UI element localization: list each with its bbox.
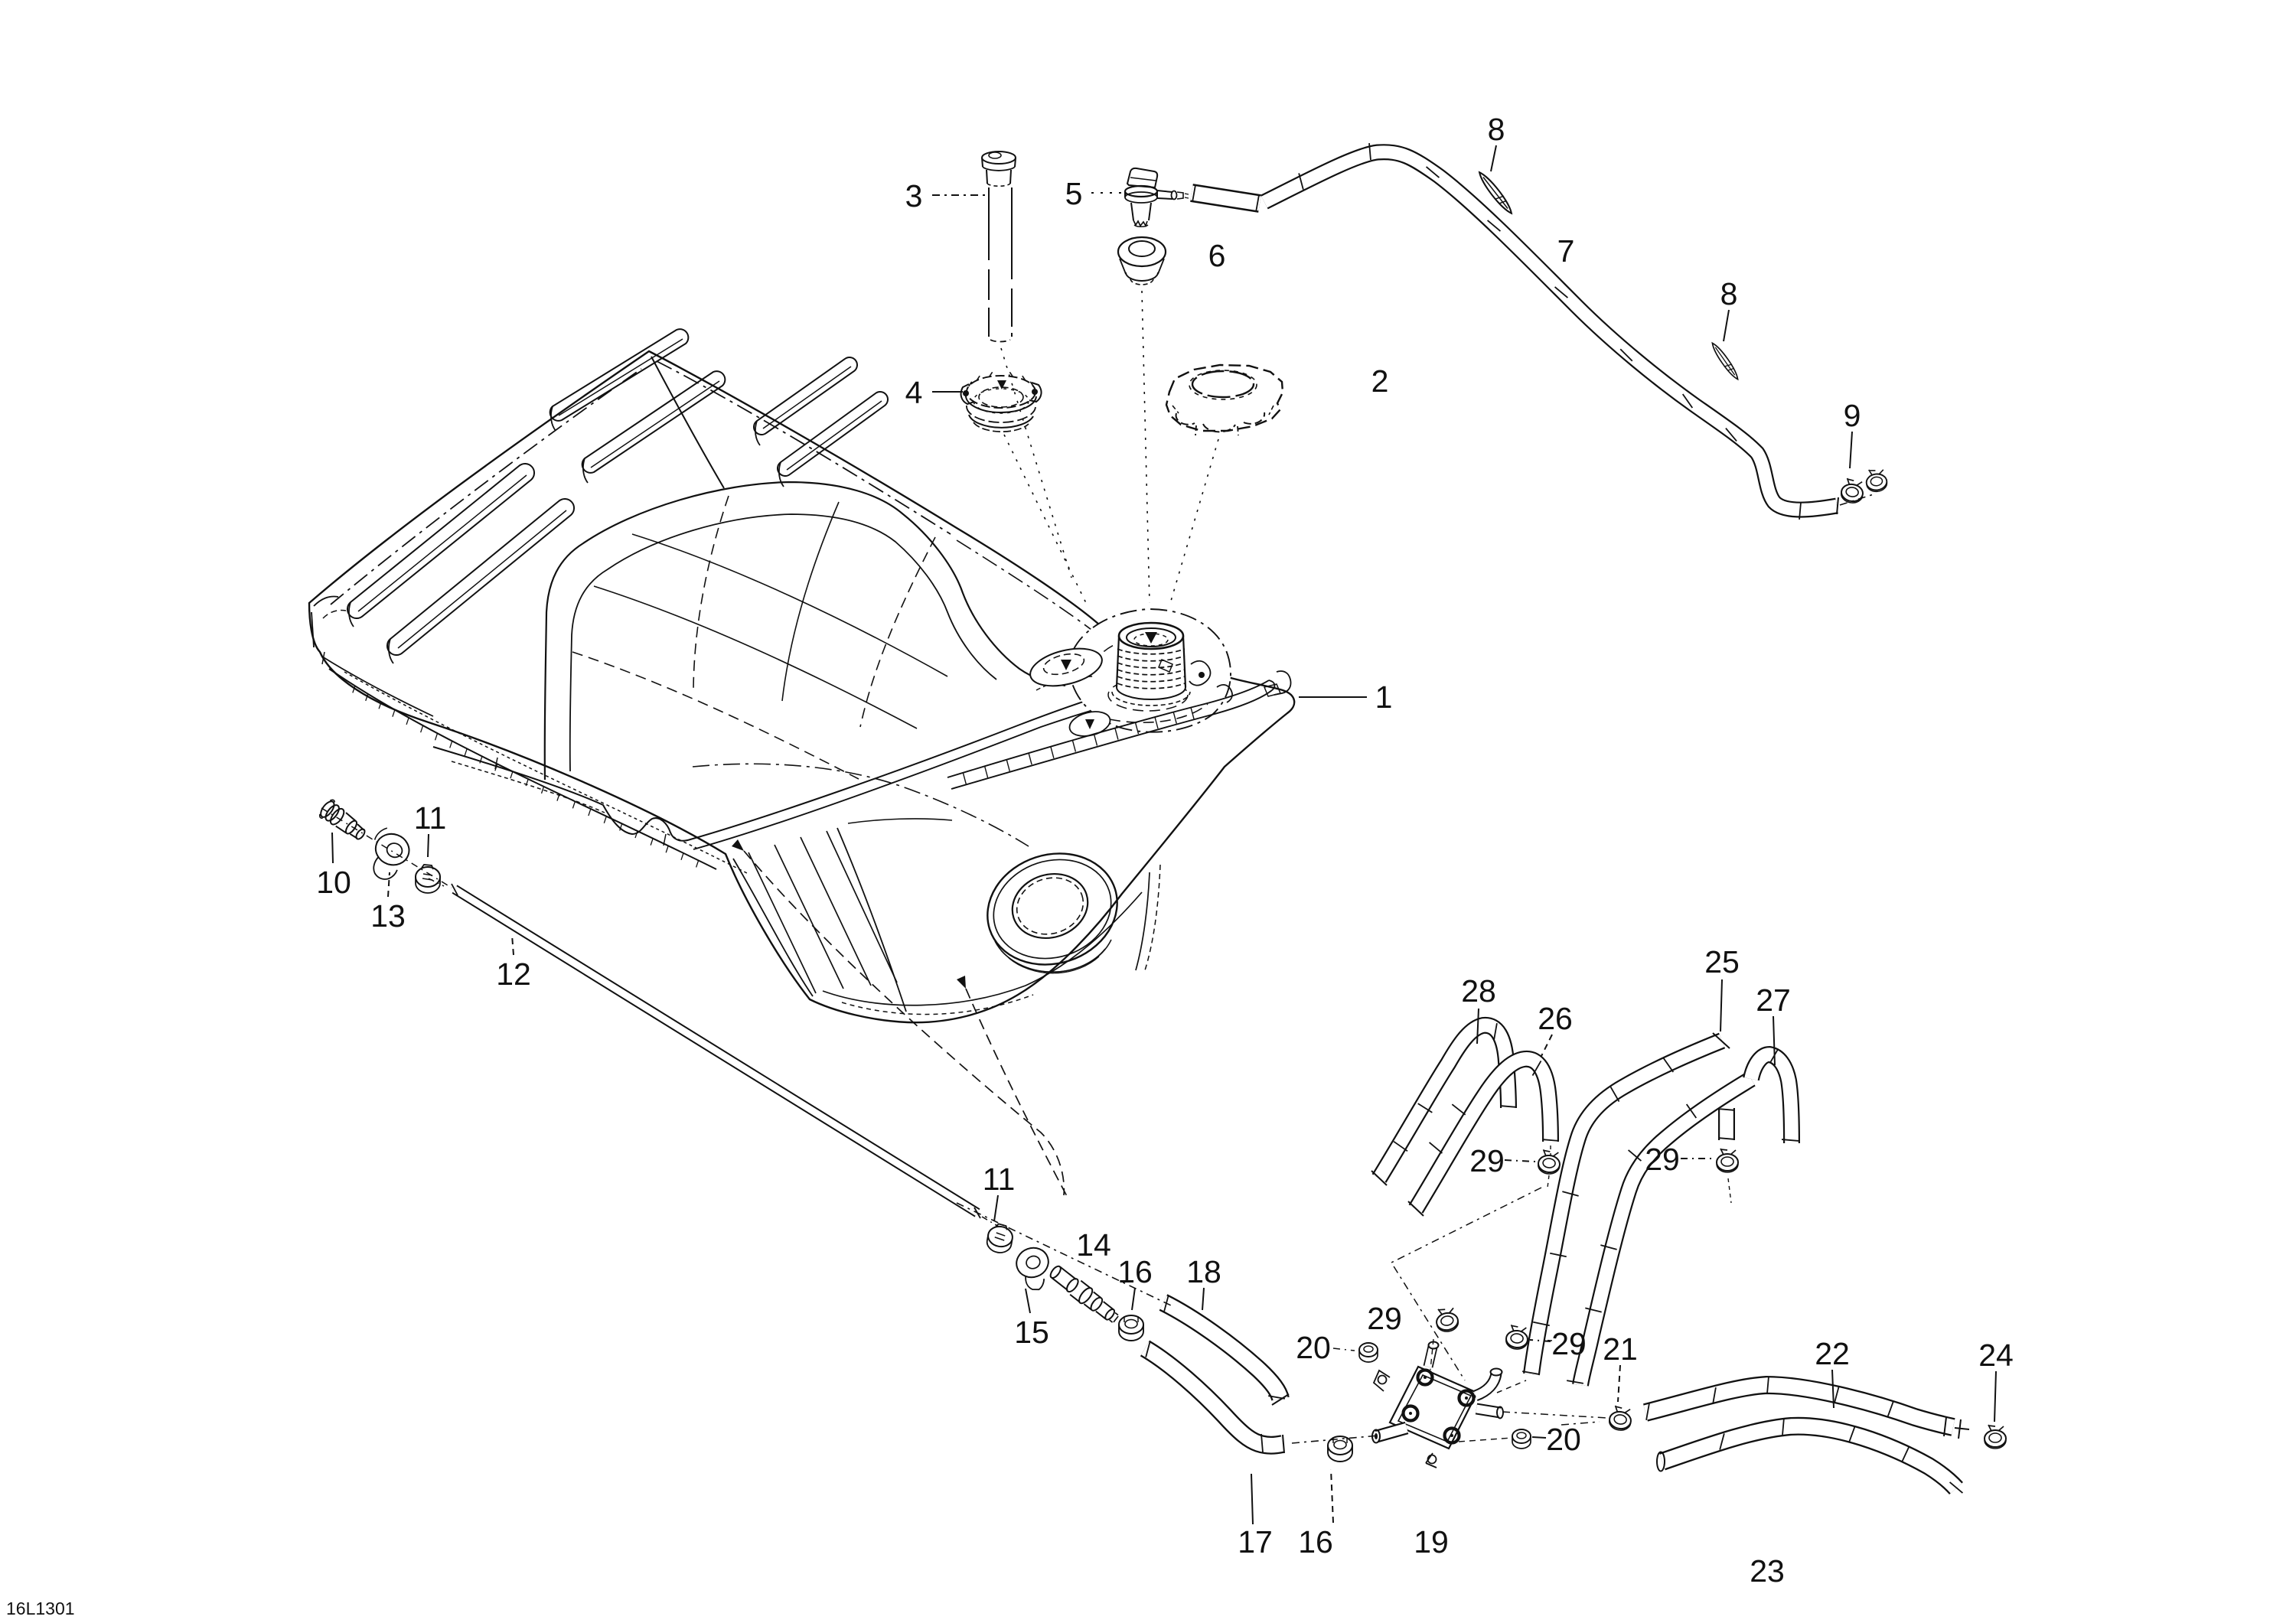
svg-text:28: 28	[1461, 973, 1496, 1009]
svg-text:12: 12	[496, 957, 531, 992]
svg-text:8: 8	[1720, 276, 1738, 311]
svg-text:9: 9	[1844, 398, 1861, 433]
svg-text:20: 20	[1296, 1330, 1331, 1365]
svg-text:23: 23	[1750, 1553, 1785, 1589]
svg-text:29: 29	[1645, 1142, 1680, 1177]
svg-text:19: 19	[1414, 1524, 1449, 1559]
svg-text:10: 10	[316, 865, 351, 900]
svg-text:14: 14	[1076, 1227, 1111, 1263]
svg-text:18: 18	[1186, 1254, 1221, 1289]
svg-text:15: 15	[1014, 1315, 1049, 1350]
svg-text:16L1301: 16L1301	[6, 1599, 75, 1618]
svg-text:3: 3	[905, 178, 923, 213]
svg-text:2: 2	[1371, 363, 1389, 399]
svg-text:22: 22	[1815, 1336, 1850, 1371]
svg-text:29: 29	[1551, 1326, 1587, 1361]
svg-text:11: 11	[414, 800, 447, 836]
svg-text:13: 13	[370, 898, 406, 934]
svg-text:21: 21	[1603, 1331, 1638, 1367]
svg-text:24: 24	[1978, 1338, 2014, 1373]
svg-text:6: 6	[1208, 238, 1226, 273]
svg-text:29: 29	[1469, 1143, 1505, 1178]
svg-text:5: 5	[1065, 176, 1083, 211]
svg-text:17: 17	[1238, 1524, 1273, 1559]
svg-text:25: 25	[1704, 944, 1740, 979]
svg-text:20: 20	[1546, 1422, 1581, 1457]
svg-text:26: 26	[1538, 1001, 1573, 1036]
svg-text:8: 8	[1488, 112, 1505, 147]
svg-text:29: 29	[1367, 1301, 1402, 1336]
svg-text:16: 16	[1117, 1254, 1153, 1289]
svg-text:16: 16	[1298, 1524, 1333, 1559]
svg-text:27: 27	[1756, 983, 1791, 1018]
svg-text:1: 1	[1375, 680, 1393, 715]
svg-text:11: 11	[983, 1162, 1016, 1197]
svg-text:4: 4	[905, 375, 923, 410]
svg-text:7: 7	[1557, 233, 1575, 269]
